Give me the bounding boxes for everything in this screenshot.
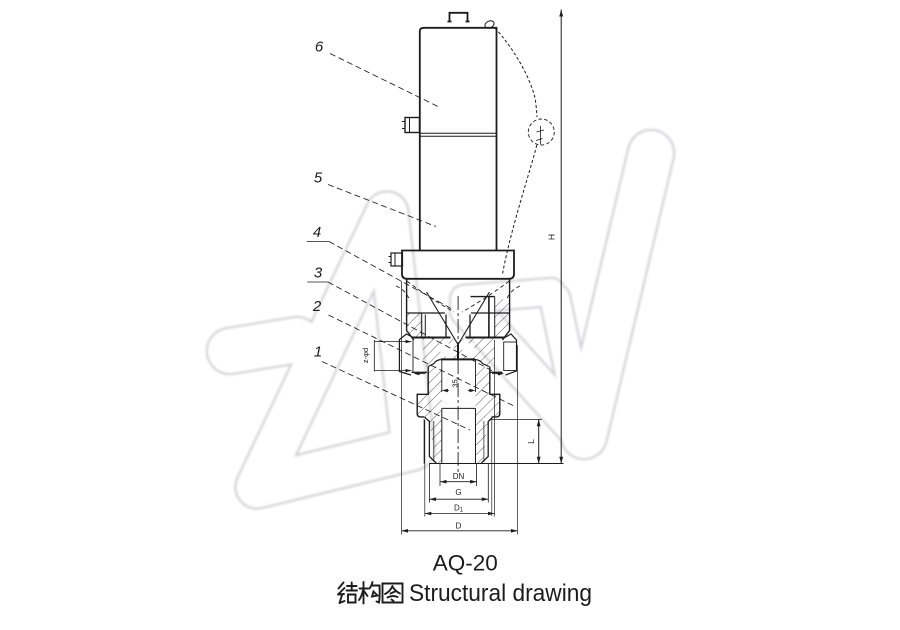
svg-text:Structural drawing: Structural drawing: [409, 580, 592, 607]
svg-text:35: 35: [451, 379, 460, 387]
svg-text:D: D: [456, 522, 462, 531]
svg-text:1: 1: [314, 344, 322, 361]
svg-text:DN: DN: [453, 472, 465, 481]
svg-text:2: 2: [312, 298, 322, 315]
svg-text:z-φd: z-φd: [361, 348, 370, 363]
svg-text:AQ-20: AQ-20: [433, 551, 498, 576]
svg-text:D1: D1: [454, 504, 464, 514]
svg-text:4: 4: [313, 224, 321, 241]
svg-text:5: 5: [314, 170, 323, 187]
svg-text:H: H: [547, 234, 557, 240]
svg-text:6: 6: [315, 39, 324, 56]
svg-text:3: 3: [314, 265, 323, 282]
svg-text:L: L: [526, 439, 536, 444]
svg-text:G: G: [455, 488, 461, 497]
